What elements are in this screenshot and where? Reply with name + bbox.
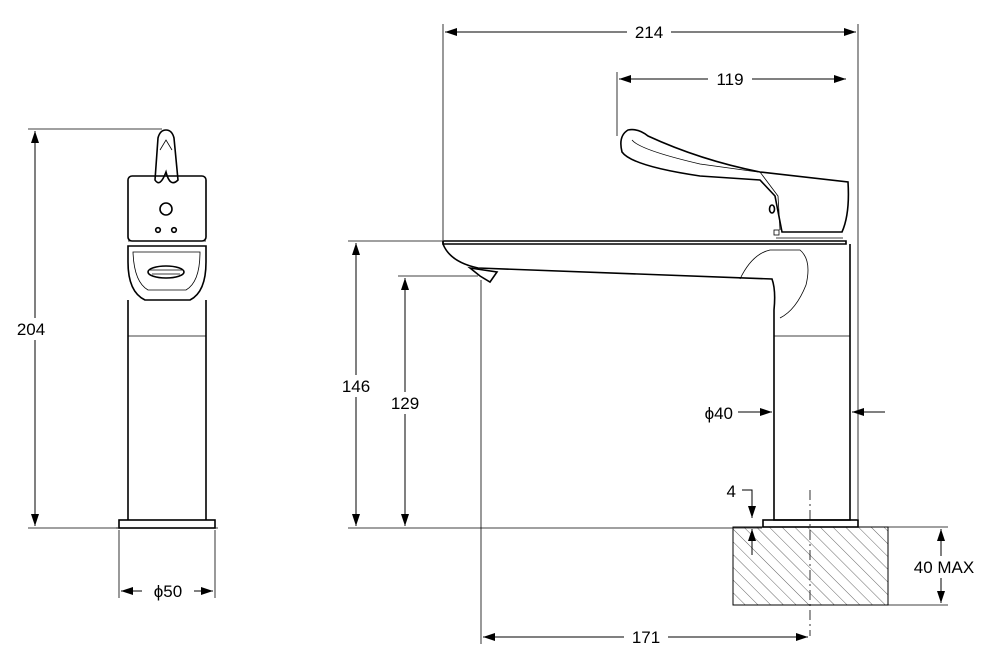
label-width-total: 214 — [635, 23, 663, 42]
front-spout — [127, 245, 207, 301]
front-indicator-icon — [159, 202, 173, 216]
dimension-height-total: 204 — [10, 128, 162, 529]
label-outlet-height: 129 — [391, 394, 419, 413]
label-height-total: 204 — [17, 320, 45, 339]
front-housing — [127, 175, 207, 242]
dimension-gasket-thickness: 4 — [727, 482, 756, 555]
label-lever-length: 119 — [716, 70, 743, 89]
label-counter-thickness: 40 MAX — [914, 558, 974, 577]
side-view — [442, 128, 859, 636]
dimension-outlet-height: 129 — [383, 275, 478, 526]
label-gasket-thickness: 4 — [727, 482, 736, 501]
counter-section — [732, 526, 889, 606]
label-spout-height: 146 — [342, 377, 370, 396]
side-top-cap — [442, 240, 847, 245]
label-reach: 171 — [632, 628, 660, 647]
dimension-reach: 171 — [480, 280, 808, 648]
label-body-diameter: ϕ40 — [705, 404, 733, 423]
dimension-width-total: 214 — [442, 21, 859, 519]
side-lever — [620, 128, 850, 233]
label-base-diameter: ϕ50 — [154, 582, 182, 601]
aerator-icon — [147, 265, 185, 279]
side-base — [762, 519, 859, 528]
dimension-body-diameter: ϕ40 — [705, 404, 885, 423]
dimension-lever-length: 119 — [616, 68, 846, 136]
dimension-base-diameter: ϕ50 — [118, 530, 216, 602]
front-view — [116, 129, 218, 529]
front-lever — [154, 129, 179, 184]
side-spout — [442, 243, 851, 521]
front-base — [118, 519, 216, 529]
dimension-spout-height: 146 — [334, 240, 762, 529]
dimension-counter-thickness: 40 MAX — [888, 526, 981, 606]
